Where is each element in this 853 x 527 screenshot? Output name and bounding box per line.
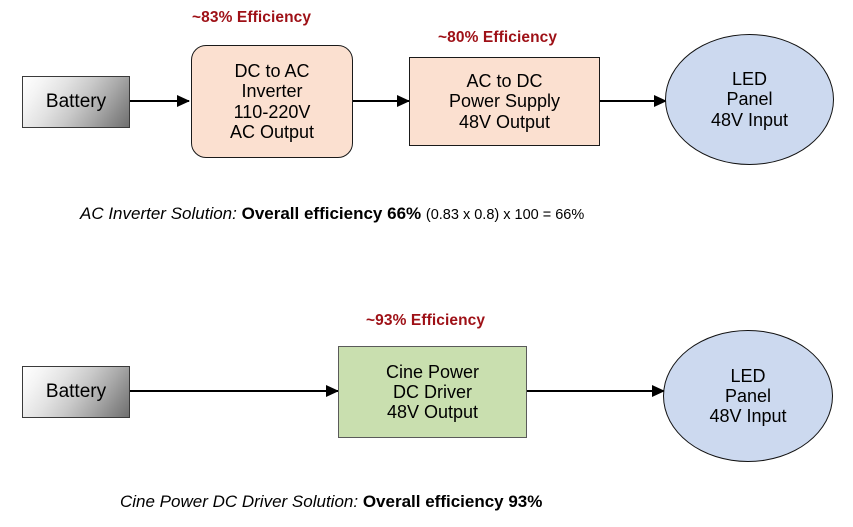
efficiency-label-dc-driver: ~93% Efficiency: [366, 312, 486, 329]
node-battery-ac: Battery: [22, 76, 130, 128]
led-panel-dc-line-3: 48V Input: [709, 406, 787, 427]
caption-ac-inverter-solution: AC Inverter Solution: Overall efficiency…: [80, 204, 584, 224]
node-led-panel-dc: LED Panel 48V Input: [663, 330, 833, 462]
arrow-battery-to-inverter: [130, 100, 189, 102]
inverter-line-2: Inverter: [241, 81, 303, 102]
inverter-line-1: DC to AC: [234, 61, 310, 82]
led-panel-dc-line-2: Panel: [724, 385, 772, 406]
node-battery-dc: Battery: [22, 366, 130, 418]
caption-ac-solution-name: AC Inverter Solution:: [80, 204, 237, 223]
dc-driver-line-2: DC Driver: [393, 381, 472, 402]
node-led-panel-ac: LED Panel 48V Input: [665, 34, 834, 165]
caption-dc-overall: Overall efficiency 93%: [362, 492, 543, 511]
efficiency-label-inverter: ~83% Efficiency: [192, 9, 312, 26]
led-panel-dc-line-1: LED: [730, 365, 766, 386]
node-ac-to-dc-power-supply: AC to DC Power Supply 48V Output: [409, 57, 600, 146]
caption-dc-solution-name: Cine Power DC Driver Solution:: [120, 492, 359, 511]
arrow-dc-driver-to-led: [527, 390, 664, 392]
arrow-power-supply-to-led: [600, 100, 666, 102]
inverter-line-4: AC Output: [229, 121, 315, 142]
caption-dc-driver-solution: Cine Power DC Driver Solution: Overall e…: [120, 492, 542, 512]
node-cine-power-dc-driver: Cine Power DC Driver 48V Output: [338, 346, 527, 438]
power-supply-line-2: Power Supply: [448, 91, 561, 112]
led-panel-line-3: 48V Input: [710, 109, 789, 130]
efficiency-label-power-supply: ~80% Efficiency: [438, 29, 558, 46]
led-panel-line-2: Panel: [726, 89, 773, 110]
dc-driver-line-3: 48V Output: [386, 402, 479, 423]
node-dc-to-ac-inverter: DC to AC Inverter 110-220V AC Output: [191, 45, 353, 158]
battery-label: Battery: [45, 91, 107, 113]
power-supply-line-1: AC to DC: [466, 71, 543, 92]
caption-ac-formula: (0.83 x 0.8) x 100 = 66%: [425, 207, 585, 223]
caption-ac-overall: Overall efficiency 66%: [241, 204, 422, 223]
power-supply-line-3: 48V Output: [458, 111, 551, 132]
inverter-line-3: 110-220V: [233, 101, 311, 122]
led-panel-line-1: LED: [731, 69, 767, 90]
dc-driver-line-1: Cine Power: [385, 361, 480, 382]
arrow-battery-to-dc-driver: [130, 390, 338, 392]
battery-label-dc: Battery: [45, 381, 107, 403]
arrow-inverter-to-power-supply: [353, 100, 409, 102]
